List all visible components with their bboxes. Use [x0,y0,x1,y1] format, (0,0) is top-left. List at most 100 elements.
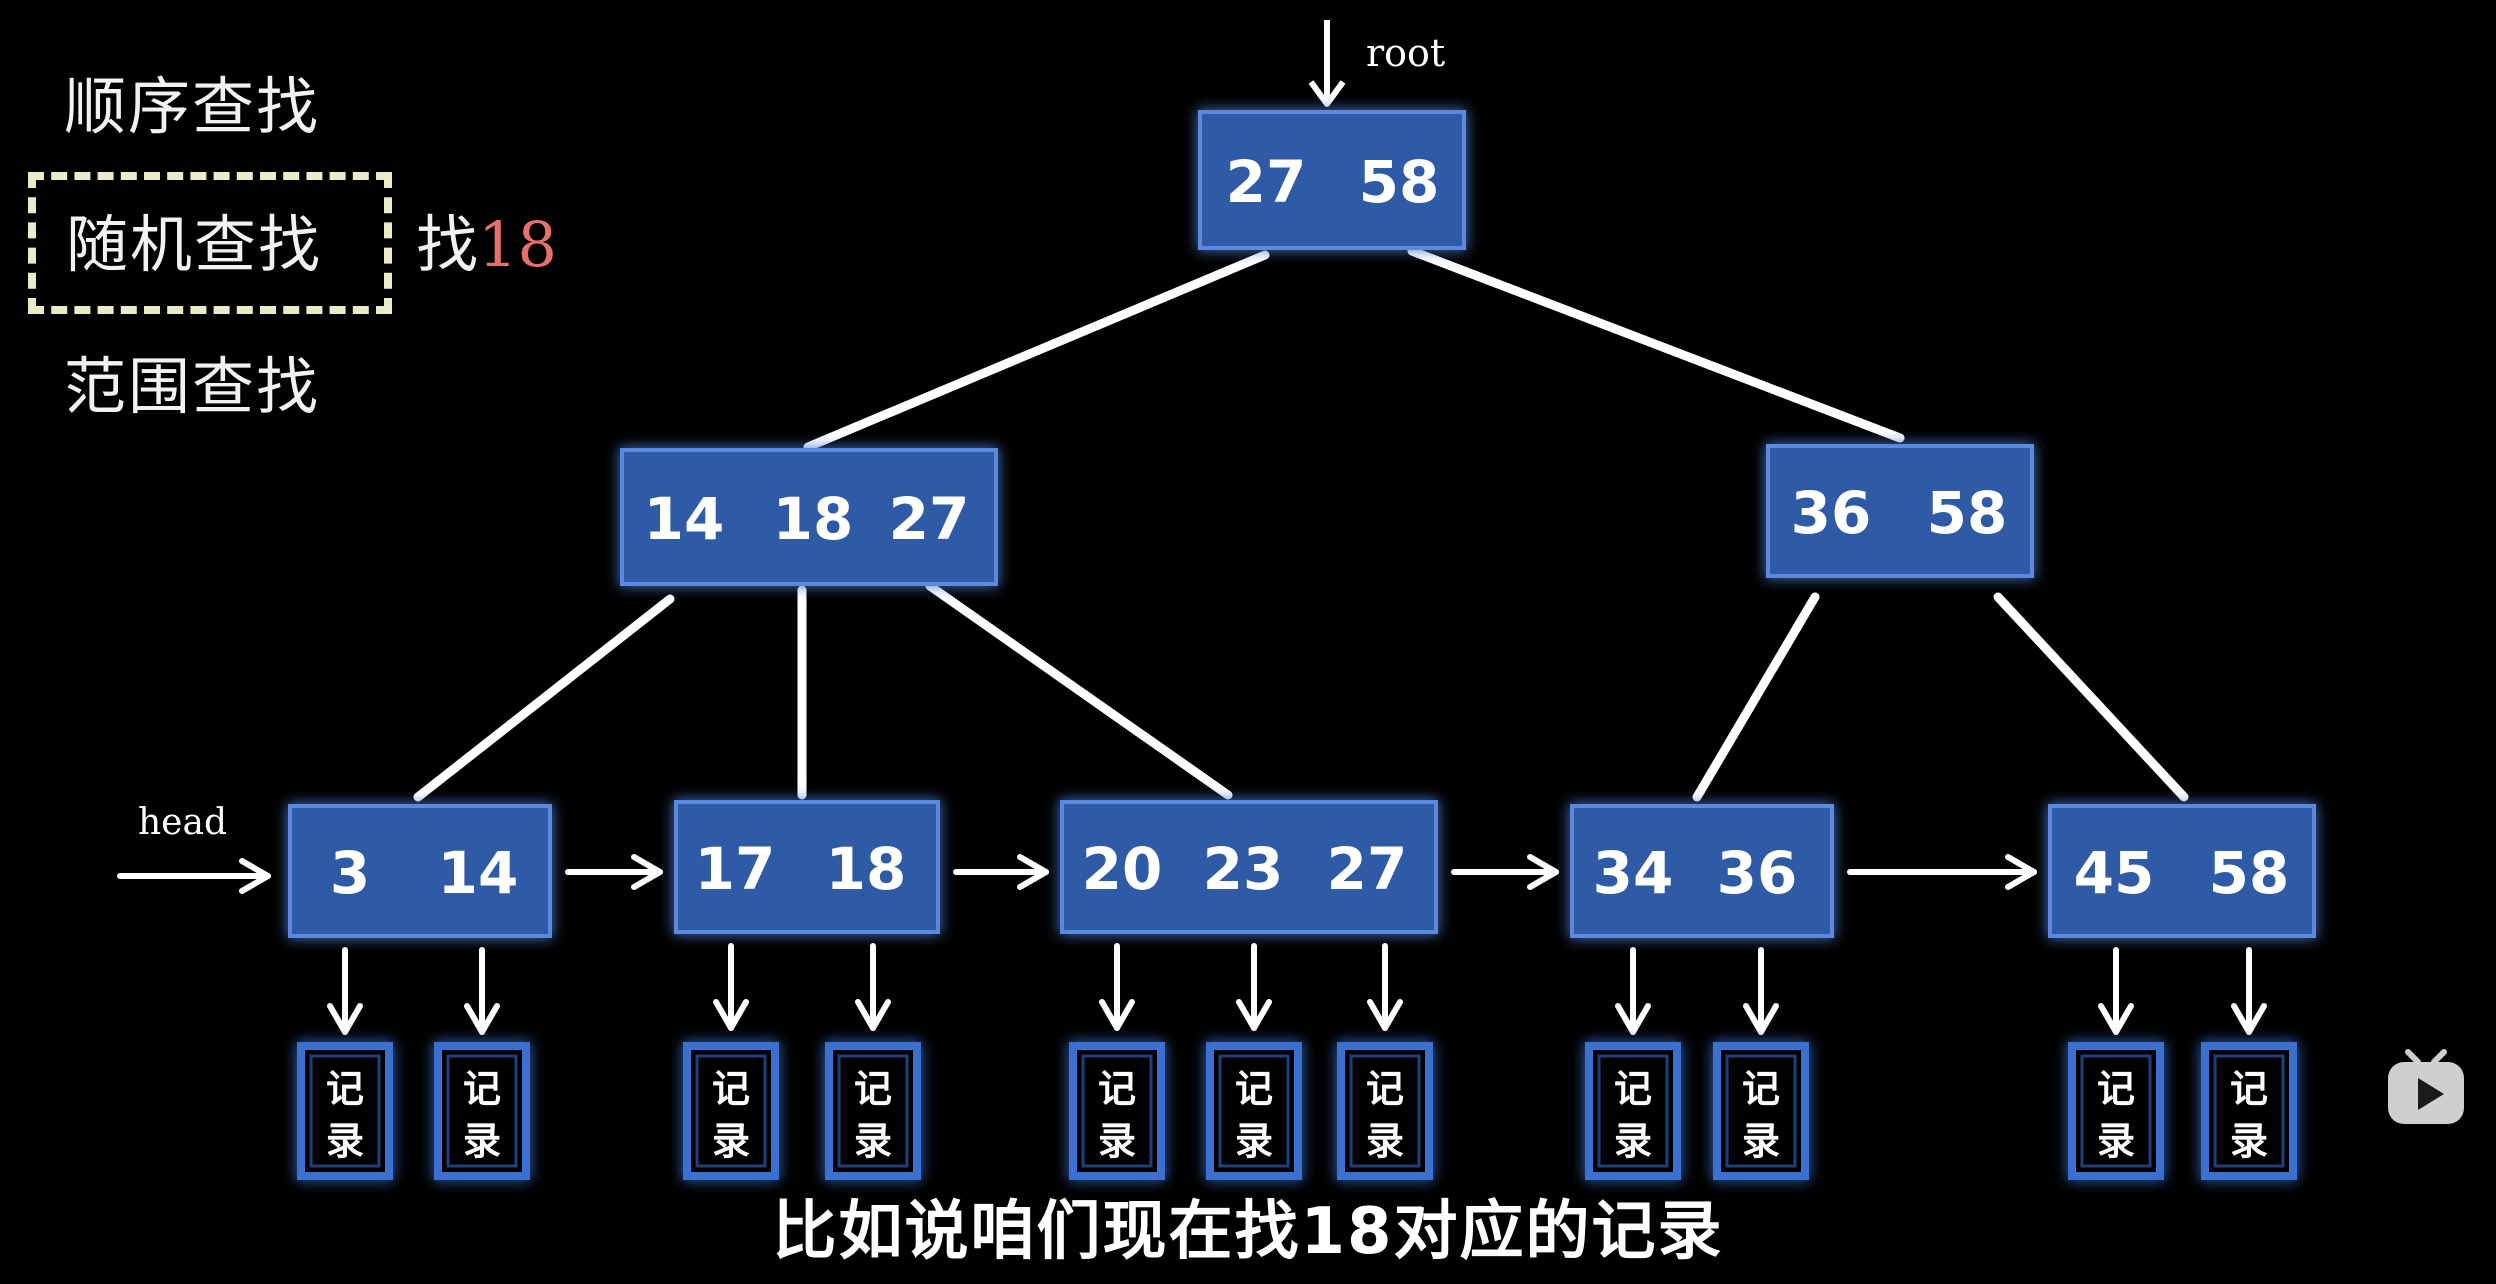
arrows-layer [117,854,2267,1035]
record-pointer-arrow-icon [713,943,749,1031]
record-label-top: 记 [1098,1067,1136,1111]
leaf-node-1: 3 14 [288,804,552,938]
label-random-search: 随机查找 [66,208,323,281]
record-pointer-arrow-icon [1615,947,1651,1035]
record-label-bottom: 录 [1614,1119,1652,1163]
edge-root-to-internal-left [803,250,1270,452]
record-label-bottom: 录 [1235,1119,1273,1163]
record-pointer-arrow-icon [855,943,891,1031]
record-pointer-arrow-icon [464,947,500,1035]
record-label-top: 记 [2097,1067,2135,1111]
leaf-link-arrow-icon [953,854,1049,890]
root-node-key: 27 [1226,148,1307,216]
internal-node-1: 14 18 27 [620,448,998,586]
record-label-top: 记 [2230,1067,2268,1111]
record-pointer-arrow-icon [1099,943,1135,1031]
record-box: 记录 [297,1042,393,1180]
edge-internal-left-to-leaf-1 [413,594,675,802]
record-box: 记录 [1713,1042,1809,1180]
edge-root-to-internal-right [1407,246,1905,443]
root-node: 27 58 [1198,110,1466,250]
label-sequential-search: 顺序查找 [64,70,321,143]
find-target-label: 找18 [416,214,557,276]
root-pointer: root [1308,20,1445,107]
internal-node-1-key: 18 [773,485,854,553]
leaf-node-3-key: 23 [1203,835,1284,903]
internal-node-1-box [620,448,998,586]
record-box: 记录 [825,1042,921,1180]
record-label-top: 记 [854,1067,892,1111]
root-arrow-head-icon [1308,80,1346,107]
leaf-node-4-box [1570,804,1834,938]
root-node-key: 58 [1359,148,1440,216]
leaf-node-2-box [674,800,940,934]
root-label: root [1366,31,1445,75]
leaf-node-2-key: 18 [826,835,907,903]
label-range-search: 范围查找 [64,350,321,423]
record-label-bottom: 录 [1366,1119,1404,1163]
leaf-node-3-key: 20 [1082,835,1163,903]
record-label-bottom: 录 [1742,1119,1780,1163]
leaf-node-5-box [2048,804,2316,938]
record-pointer-arrow-icon [1236,943,1272,1031]
internal-node-2-key: 36 [1791,479,1872,547]
internal-node-1-key: 27 [889,485,970,553]
record-pointer-arrow-icon [327,947,363,1035]
leaf-link-arrow-icon [565,854,663,890]
leaf-node-5-key: 58 [2209,839,2290,907]
internal-node-2-key: 58 [1927,479,2008,547]
leaf-node-1-key: 14 [438,839,519,907]
edge-internal-right-to-leaf-4 [1692,592,1820,802]
leaf-link-arrow-icon [1451,854,1559,890]
internal-node-2: 36 58 [1766,444,2034,578]
leaf-node-1-key: 3 [330,839,370,907]
internal-node-2-box [1766,444,2034,578]
tree-edges [413,246,2189,802]
root-node-box [1198,110,1466,250]
record-pointer-arrow-icon [2098,947,2134,1035]
leaf-node-5-key: 45 [2074,839,2155,907]
record-label-bottom: 录 [854,1119,892,1163]
record-label-top: 记 [326,1067,364,1111]
leaf-node-3-box [1060,800,1438,934]
leaf-node-4-key: 36 [1717,839,1798,907]
record-pointer-arrow-icon [1743,947,1779,1035]
record-box: 记录 [1206,1042,1302,1180]
record-label-bottom: 录 [2230,1119,2268,1163]
record-box: 记录 [2201,1042,2297,1180]
leaf-node-2-key: 17 [695,835,776,903]
record-label-top: 记 [463,1067,501,1111]
record-label-bottom: 录 [1098,1119,1136,1163]
head-arrow-icon [117,858,271,894]
head-label: head [138,802,227,843]
record-label-top: 记 [1235,1067,1273,1111]
record-label-bottom: 录 [463,1119,501,1163]
record-label-top: 记 [1742,1067,1780,1111]
find-word: 找 [416,208,479,281]
record-box: 记录 [1585,1042,1681,1180]
leaf-node-3-key: 27 [1327,835,1408,903]
record-box: 记录 [1337,1042,1433,1180]
record-label-bottom: 录 [2097,1119,2135,1163]
leaf-link-arrow-icon [1847,854,2037,890]
record-box: 记录 [434,1042,530,1180]
record-label-bottom: 录 [712,1119,750,1163]
internal-node-1-key: 14 [644,485,725,553]
leaf-node-4-key: 34 [1593,839,1674,907]
edge-internal-left-to-leaf-3 [925,581,1233,800]
bilibili-tv-icon[interactable] [2384,1046,2468,1128]
leaf-node-1-box [288,804,552,938]
record-box: 记录 [1069,1042,1165,1180]
random-search-highlight-box [28,172,392,314]
leaf-node-3: 20 23 27 [1060,800,1438,934]
record-label-top: 记 [1614,1067,1652,1111]
record-label-bottom: 录 [326,1119,364,1163]
record-box: 记录 [2068,1042,2164,1180]
subtitle-caption: 比如说咱们现在找18对应的记录 [772,1195,1724,1269]
leaf-node-5: 45 58 [2048,804,2316,938]
